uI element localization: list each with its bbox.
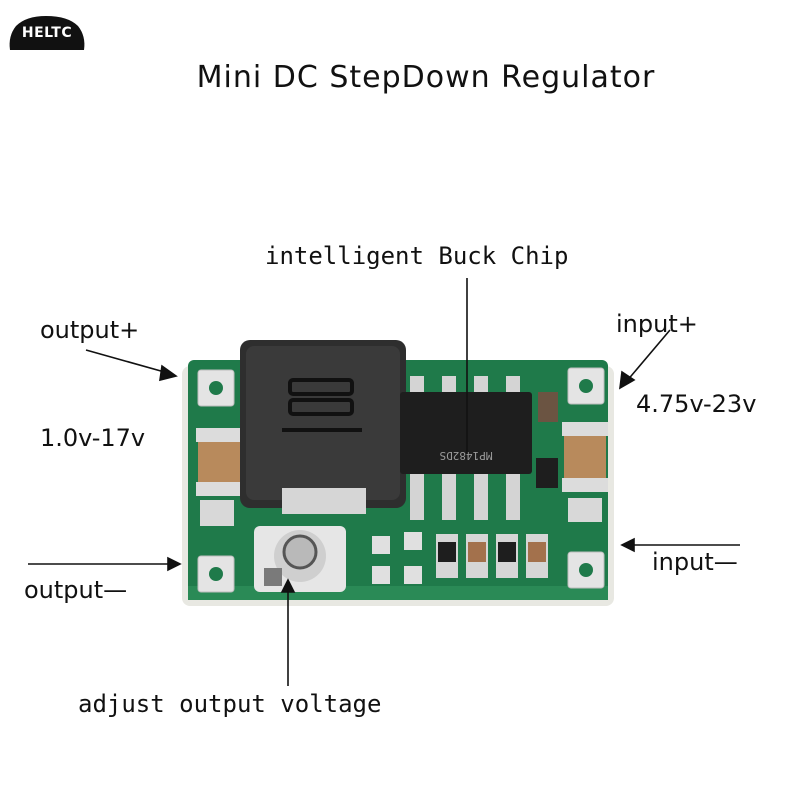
- input-plus-label: input+: [616, 310, 698, 338]
- adjust-label: adjust output voltage: [78, 690, 382, 718]
- left-capacitor: [196, 428, 242, 526]
- input-minus-label: input—: [652, 548, 738, 576]
- logo-text: HELTC: [21, 25, 73, 41]
- small-components: [372, 392, 558, 584]
- input-range-label: 4.75v-23v: [636, 390, 757, 418]
- annotation-arrows: [28, 278, 740, 686]
- output-plus-label: output+: [40, 316, 140, 344]
- brand-logo: HELTC: [6, 14, 88, 54]
- output-minus-label: output—: [24, 576, 128, 604]
- svg-text:MP1482DS: MP1482DS: [440, 449, 493, 462]
- output-range-label: 1.0v-17v: [40, 424, 146, 452]
- inductor: [240, 340, 406, 514]
- trim-potentiometer: [254, 526, 346, 592]
- page-title: Mini DC StepDown Regulator: [196, 60, 656, 95]
- right-capacitor: [562, 422, 608, 522]
- buck-chip: MP1482DS: [400, 376, 532, 520]
- chip-label: intelligent Buck Chip: [265, 242, 569, 270]
